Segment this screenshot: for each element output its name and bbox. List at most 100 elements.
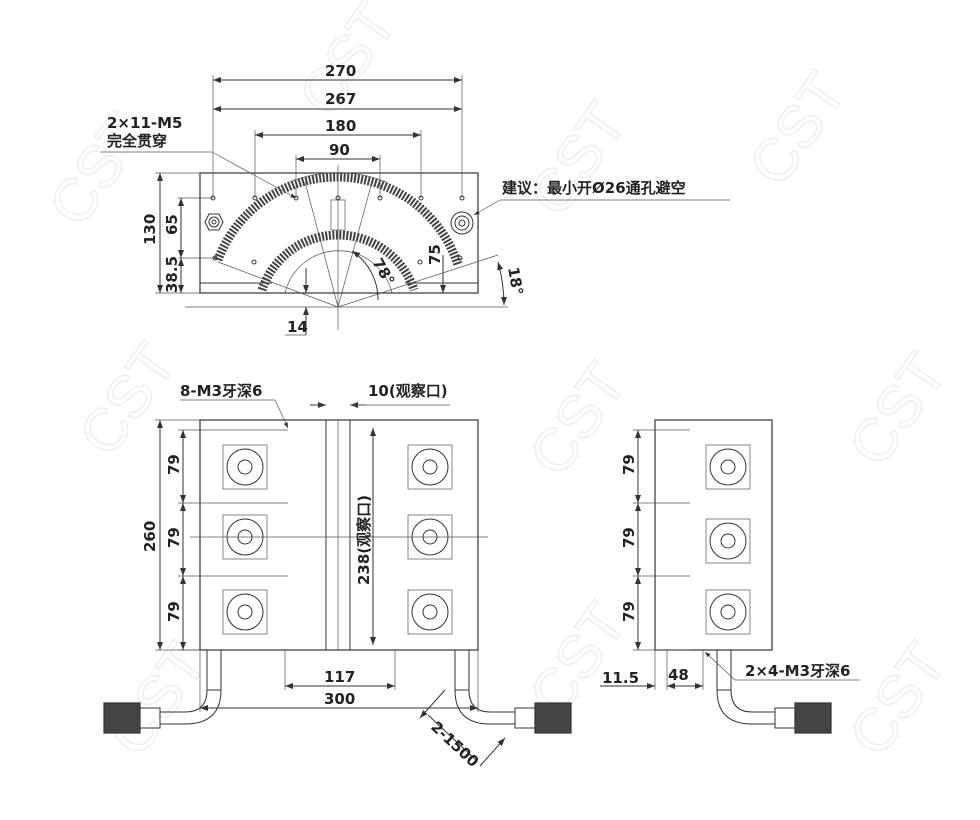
drawing-line <box>222 589 268 635</box>
side-dim-79-a: 79 <box>620 454 638 475</box>
top-plate <box>199 172 479 294</box>
drawing-line <box>457 255 463 261</box>
through-hole-right <box>450 211 474 235</box>
drawing-line <box>211 151 297 199</box>
drawing-line <box>479 737 506 767</box>
through-hole-left <box>204 213 224 231</box>
drawing-line <box>705 589 751 635</box>
drawing-line <box>705 518 751 564</box>
dimension-label: CST <box>66 331 190 468</box>
drawing-line <box>160 689 222 725</box>
dim-79-a: 79 <box>165 454 183 475</box>
drawing-line <box>705 444 751 490</box>
drawing-line <box>237 604 253 620</box>
drawing-line <box>709 522 747 560</box>
dim-79-b: 79 <box>165 527 183 548</box>
drawing-line <box>450 211 474 235</box>
outer-arc-slot <box>213 172 463 267</box>
drawing-line <box>716 649 732 691</box>
drawing-line <box>454 689 515 725</box>
drawing-line <box>204 213 224 231</box>
drawing-line <box>705 444 751 490</box>
dim-180: 180 <box>325 117 356 135</box>
drawing-line <box>705 589 751 635</box>
front-view: 260 79 79 79 238(观察口) 117 300 8-M3牙深6 10… <box>103 382 572 771</box>
side-dim-11-5: 11.5 <box>602 669 639 687</box>
dim-260: 260 <box>141 521 159 552</box>
dim-130: 130 <box>141 214 159 245</box>
side-dim-79-c: 79 <box>620 601 638 622</box>
drawing-line <box>251 259 257 265</box>
drawing-line <box>705 518 751 564</box>
drawing-line <box>411 448 449 486</box>
drawing-line <box>304 181 339 308</box>
drawing-line <box>716 689 775 725</box>
cable-left <box>103 649 222 734</box>
drawing-line <box>351 250 379 301</box>
drawing-line <box>335 195 341 201</box>
dim-117: 117 <box>324 668 355 686</box>
drawing-line <box>534 702 572 734</box>
drawing-line <box>284 250 393 294</box>
front-plate <box>199 419 479 651</box>
drawing-line <box>704 651 736 681</box>
drawing-line <box>427 714 477 761</box>
dimension-label: CST <box>836 341 960 478</box>
side-view: 79 79 79 11.5 48 2×4-M3牙深6 <box>600 419 860 734</box>
dim-267: 267 <box>325 90 356 108</box>
drawing-line <box>217 261 339 308</box>
drawing-line <box>774 707 796 729</box>
side-cable <box>716 649 832 734</box>
drawing-line <box>514 707 536 729</box>
dim-65: 65 <box>163 214 181 235</box>
dim-38-5: 38.5 <box>163 256 181 293</box>
drawing-line <box>274 399 289 429</box>
drawing-line <box>337 254 499 308</box>
drawing-line <box>454 649 470 691</box>
drawing-line <box>407 444 453 490</box>
dimension-label: CST <box>836 631 960 768</box>
note-window: 10(观察口) <box>368 382 448 400</box>
drawing-line <box>458 219 466 227</box>
drawing-line <box>720 459 736 475</box>
dim-79-c: 79 <box>165 601 183 622</box>
drawing-line <box>206 649 222 691</box>
drawing-line <box>473 199 501 216</box>
drawing-line <box>222 589 268 635</box>
dim-cable-length: 2-1500 <box>427 718 482 771</box>
dimension-label: CST <box>96 631 220 768</box>
drawing-line <box>208 216 220 228</box>
drawing-line <box>709 448 747 486</box>
dim-14: 14 <box>287 318 308 336</box>
drawing-line <box>222 444 268 490</box>
side-note-m3: 2×4-M3牙深6 <box>745 662 850 680</box>
drawing-line <box>417 259 423 265</box>
top-view: 270 267 180 90 130 65 38.5 14 75 78° 18°… <box>100 62 730 336</box>
drawing-line <box>226 448 264 486</box>
cable-right <box>454 649 572 734</box>
drawing-line <box>411 593 449 631</box>
drawing-line <box>407 589 453 635</box>
angle-18: 18° <box>504 266 527 297</box>
dimension-label: CST <box>736 61 860 198</box>
drawing-line <box>337 181 373 308</box>
side-dim-79-b: 79 <box>620 527 638 548</box>
drawing-line <box>422 604 438 620</box>
drawing-line <box>222 444 268 490</box>
drawing-line <box>794 702 832 734</box>
drawing-line <box>211 219 217 225</box>
note-suggest-hole: 建议：最小开Ø26通孔避空 <box>502 179 686 197</box>
note-m3: 8-M3牙深6 <box>180 382 262 400</box>
drawing-line <box>103 702 141 734</box>
dimension-label: CST <box>516 91 640 228</box>
drawing-line <box>407 444 453 490</box>
dim-238: 238(观察口) <box>355 495 373 585</box>
drawing-line <box>407 589 453 635</box>
note-holes-line2: 完全贯穿 <box>107 132 167 150</box>
drawing-line <box>720 604 736 620</box>
drawing-line <box>454 215 470 231</box>
drawing-line <box>237 459 253 475</box>
side-plate <box>654 419 773 651</box>
dim-75: 75 <box>426 244 444 265</box>
